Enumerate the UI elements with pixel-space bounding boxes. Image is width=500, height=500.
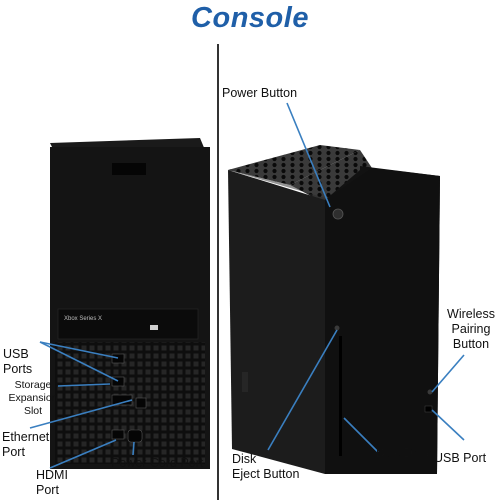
label-hdmi-line2: Port [36, 483, 59, 497]
rear-power-port [127, 429, 143, 443]
center-divider [217, 44, 219, 500]
label-power-button: Power Button [222, 86, 298, 100]
leader-usb-ports-1 [39, 341, 119, 359]
label-ethernet-line2: Port [2, 445, 25, 459]
rear-label-panel [57, 308, 199, 340]
rear-hdmi-port [111, 429, 125, 440]
disk-drive-slot [339, 336, 342, 456]
page-title: Console [191, 2, 309, 34]
wireless-pairing-button [427, 389, 433, 395]
rear-panel-text: Xbox Series X [64, 316, 103, 322]
label-ethernet-port: Ethernet Port [2, 430, 49, 460]
label-disk-drive: Disk Drive [376, 446, 433, 460]
rear-usb-port-2 [111, 376, 125, 387]
label-storage-line1: Storage [14, 379, 52, 391]
disk-eject-button [334, 325, 340, 331]
console-front-face-main [325, 168, 440, 474]
label-power-cord-port: Power Cord Port [111, 456, 204, 470]
leader-disk-drive [343, 417, 379, 453]
rear-ethernet-port [135, 397, 147, 409]
leader-ethernet-port [29, 399, 133, 429]
side-vent-marks [242, 372, 248, 392]
label-storage-expansion: Storage Expansion Slot [0, 379, 66, 418]
leader-usb-ports-2 [39, 341, 119, 382]
rear-panel-indicator [150, 325, 158, 330]
console-front-view [228, 145, 440, 474]
label-ethernet-line1: Ethernet [2, 430, 50, 444]
label-usb-ports: USB Ports [3, 347, 32, 377]
top-grille-left [228, 145, 360, 185]
rear-usb-port-1 [111, 353, 125, 364]
leader-lines [29, 102, 465, 469]
console-side-face [228, 170, 325, 474]
label-storage-line3: Slot [23, 405, 43, 417]
leader-hdmi-port [49, 439, 117, 469]
label-wireless-line1: Wireless [447, 307, 495, 321]
leader-storage-slot [57, 383, 111, 387]
leader-disk-eject [267, 329, 338, 451]
label-usb-ports-line1: USB [3, 347, 29, 361]
label-hdmi-port: HDMI Port [36, 468, 68, 498]
leader-power-cord [132, 441, 135, 456]
label-wireless-line2: Pairing [451, 322, 491, 336]
leader-power-button [286, 102, 331, 208]
label-disk-eject: Disk Eject Button [232, 452, 299, 482]
rear-handle-slot [112, 163, 146, 175]
power-button [332, 208, 344, 220]
label-wireless-line3: Button [452, 337, 490, 351]
label-disk-eject-line1: Disk [232, 452, 257, 466]
console-rear-view [50, 138, 210, 469]
label-wireless-pairing: Wireless Pairing Button [443, 307, 499, 352]
leader-wireless-pairing [431, 354, 465, 393]
label-usb-ports-line2: Ports [3, 362, 33, 376]
front-usb-port [424, 405, 433, 413]
label-storage-line2: Expansion [8, 392, 58, 404]
label-hdmi-line1: HDMI [36, 468, 68, 482]
label-usb-port: USB Port [434, 451, 487, 465]
leader-usb-port [431, 409, 465, 441]
label-disk-eject-line2: Eject Button [232, 467, 300, 481]
